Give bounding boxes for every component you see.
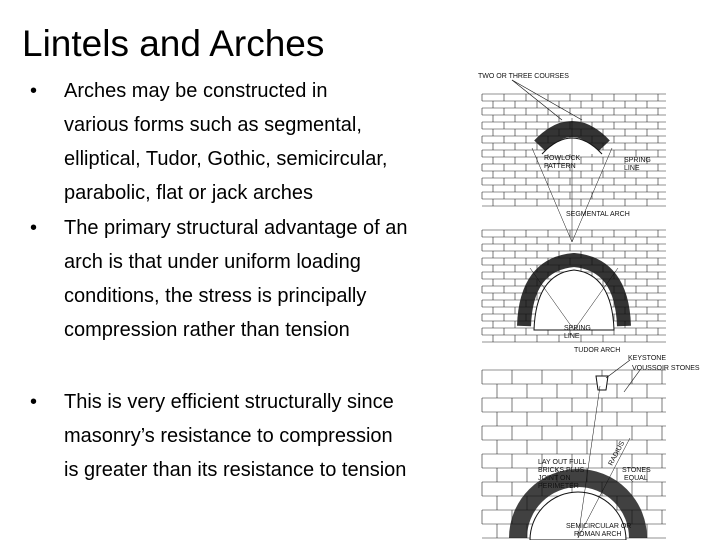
- radius-line: [571, 147, 613, 243]
- spring-line-label: SPRING: [564, 325, 591, 332]
- keystone-label: KEYSTONE: [628, 355, 666, 362]
- stones-equal-label: STONES: [622, 467, 651, 474]
- bullet-line: various forms such as segmental,: [64, 114, 362, 136]
- semicircular-arch-voussoirs: [509, 469, 647, 539]
- brick-wall: [481, 229, 666, 343]
- layout-note: JOINT ON: [538, 475, 571, 482]
- segmental-arch: TWO OR THREE COURSES ROWLOCK PATTERN SPR…: [478, 73, 666, 243]
- bullet-line: compression rather than tension: [64, 319, 350, 341]
- tudor-arch-label: TUDOR ARCH: [574, 347, 620, 354]
- spring-line-label: LINE: [564, 333, 580, 340]
- semicircular-arch: KEYSTONE VOUSSOIR STONES LAY OUT FULL BR…: [481, 355, 700, 540]
- bullet-line: conditions, the stress is principally: [64, 285, 367, 307]
- rowlock-label: PATTERN: [544, 163, 576, 170]
- courses-label: TWO OR THREE COURSES: [478, 73, 569, 80]
- semicircular-arch-label: ROMAN ARCH: [574, 531, 621, 538]
- arches-diagram: TWO OR THREE COURSES ROWLOCK PATTERN SPR…: [478, 73, 700, 540]
- bullet-line: masonry’s resistance to compression: [64, 425, 393, 447]
- segmental-arch-label: SEGMENTAL ARCH: [566, 211, 630, 218]
- tudor-arch-rings: [517, 252, 631, 327]
- layout-note: PERIMETER: [538, 483, 579, 490]
- layout-note: LAY OUT FULL: [538, 459, 586, 466]
- leader-line: [605, 359, 631, 379]
- radius-line: [577, 437, 631, 539]
- radius-line: [531, 147, 573, 243]
- spring-line-label: SPRING: [624, 157, 651, 164]
- leader-line: [623, 369, 641, 393]
- radius-line: [573, 267, 619, 331]
- tudor-arch-intrados: [533, 269, 615, 331]
- brick-wall: [481, 93, 666, 207]
- slide-title: Lintels and Arches: [22, 23, 325, 64]
- bullet-line: Arches may be constructed in: [64, 80, 328, 102]
- layout-note: BRICKS PLUS: [538, 467, 585, 474]
- leader-line: [511, 79, 563, 121]
- bullet-marker: •: [30, 391, 38, 413]
- bullet-line: This is very efficient structurally sinc…: [64, 391, 394, 413]
- radius-line: [529, 267, 575, 331]
- bullet-arch-forms: • Arches may be constructed in various f…: [30, 74, 460, 210]
- bullet-structural-advantage: • The primary structural advantage of an…: [30, 211, 460, 347]
- bullet-efficiency: • This is very efficient structurally si…: [30, 385, 460, 487]
- bullet-line: is greater than its resistance to tensio…: [64, 459, 407, 481]
- semicircular-arch-label: SEMICIRCULAR OR: [566, 523, 631, 530]
- bullet-line: The primary structural advantage of an: [64, 217, 408, 239]
- tudor-arch: SPRING LINE TUDOR ARCH: [481, 229, 666, 354]
- bullet-marker: •: [30, 217, 38, 239]
- stones-equal-label: EQUAL: [624, 475, 648, 482]
- bullet-line: parabolic, flat or jack arches: [64, 182, 314, 204]
- radius-line: [577, 385, 601, 539]
- keystone: [595, 375, 609, 391]
- rowlock-label: ROWLOCK: [544, 155, 581, 162]
- bullet-line: elliptical, Tudor, Gothic, semicircular,: [64, 148, 388, 170]
- bullet-marker: •: [30, 80, 38, 102]
- spring-line-label: LINE: [624, 165, 640, 172]
- voussoir-stones-label: VOUSSOIR STONES: [632, 365, 700, 372]
- leader-line: [511, 79, 583, 121]
- semicircular-arch-intrados: [529, 491, 627, 540]
- bullet-line: arch is that under uniform loading: [64, 251, 361, 273]
